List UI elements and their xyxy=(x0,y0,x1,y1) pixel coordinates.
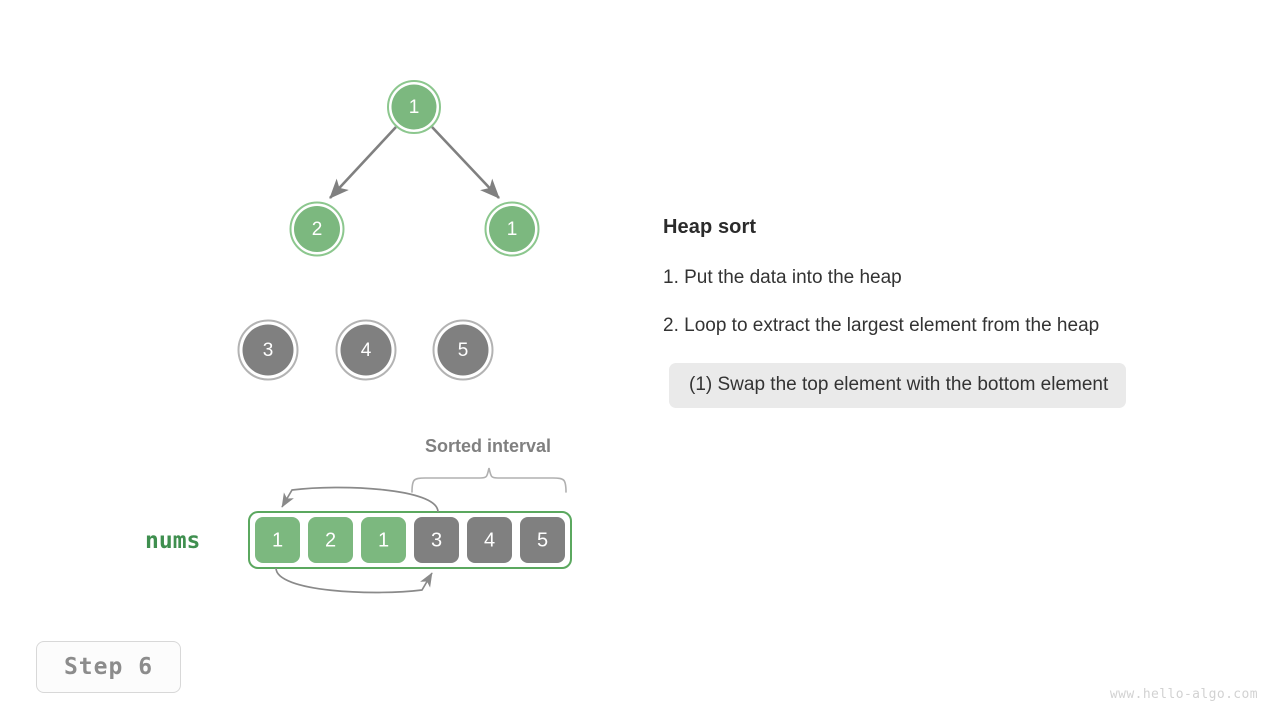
array-cell-4[interactable]: 4 xyxy=(467,517,512,563)
algorithm-step-2: 2. Loop to extract the largest element f… xyxy=(663,315,1100,336)
array-cell-value: 1 xyxy=(272,530,283,552)
node-value: 1 xyxy=(409,97,420,118)
sorted-interval-annotation: Sorted interval xyxy=(411,436,567,493)
node-body xyxy=(489,206,535,252)
tree-node-detached-1[interactable]: 4 xyxy=(335,319,397,381)
node-ring xyxy=(237,319,299,381)
watermark: www.hello-algo.com xyxy=(1109,687,1258,702)
node-value: 5 xyxy=(458,340,469,361)
array-cell-box xyxy=(255,517,300,563)
swap-arrows xyxy=(275,486,439,594)
node-value: 1 xyxy=(507,219,518,240)
array-visualization: nums 1 2 1 3 4 xyxy=(145,486,572,594)
current-substep-highlight: (1) Swap the top element with the bottom… xyxy=(669,363,1127,408)
array-cell-value: 3 xyxy=(431,530,442,552)
array-heap-border xyxy=(248,511,572,569)
array-cell-box xyxy=(520,517,565,563)
array-cell-value: 4 xyxy=(484,530,495,552)
array-cell-3[interactable]: 3 xyxy=(414,517,459,563)
swap-arrow-bottom xyxy=(275,567,433,594)
node-value: 4 xyxy=(361,340,372,361)
node-value: 3 xyxy=(263,340,274,361)
tree-node-root[interactable]: 1 xyxy=(387,80,441,134)
node-ring xyxy=(484,201,540,257)
explanation-panel: Heap sort 1. Put the data into the heap … xyxy=(663,216,1263,408)
array-cell-box xyxy=(414,517,459,563)
array-cell-value: 5 xyxy=(537,530,548,552)
array-cell-5[interactable]: 5 xyxy=(520,517,565,563)
tree-node-right[interactable]: 1 xyxy=(484,201,540,257)
array-cell-2[interactable]: 1 xyxy=(361,517,406,563)
array-cell-value: 2 xyxy=(325,530,336,552)
array-cell-box xyxy=(467,517,512,563)
sorted-interval-brace xyxy=(411,467,567,493)
node-ring xyxy=(335,319,397,381)
page-title: Heap sort xyxy=(663,216,757,238)
algorithm-step-1: 1. Put the data into the heap xyxy=(663,267,902,288)
tree-edge-root-right xyxy=(431,126,500,199)
status-badge: Step 6 xyxy=(36,641,181,693)
node-value: 2 xyxy=(312,219,323,240)
tree-node-detached-2[interactable]: 5 xyxy=(432,319,494,381)
array-cell-value: 1 xyxy=(378,530,389,552)
node-ring xyxy=(289,201,345,257)
swap-arrow-top xyxy=(281,486,439,513)
tree-edge-root-left xyxy=(329,126,397,199)
array-cell-box xyxy=(308,517,353,563)
tree-node-detached-0[interactable]: 3 xyxy=(237,319,299,381)
node-body xyxy=(242,324,294,376)
node-body xyxy=(437,324,489,376)
node-ring xyxy=(432,319,494,381)
tree-edges xyxy=(329,126,500,199)
node-ring xyxy=(387,80,441,134)
sorted-interval-label: Sorted interval xyxy=(425,436,551,456)
array-cell-1[interactable]: 2 xyxy=(308,517,353,563)
array-cell-0[interactable]: 1 xyxy=(255,517,300,563)
tree-node-left[interactable]: 2 xyxy=(289,201,345,257)
array-cell-box xyxy=(361,517,406,563)
node-body xyxy=(340,324,392,376)
node-body xyxy=(391,84,437,130)
node-body xyxy=(294,206,340,252)
array-name-label: nums xyxy=(145,528,200,554)
